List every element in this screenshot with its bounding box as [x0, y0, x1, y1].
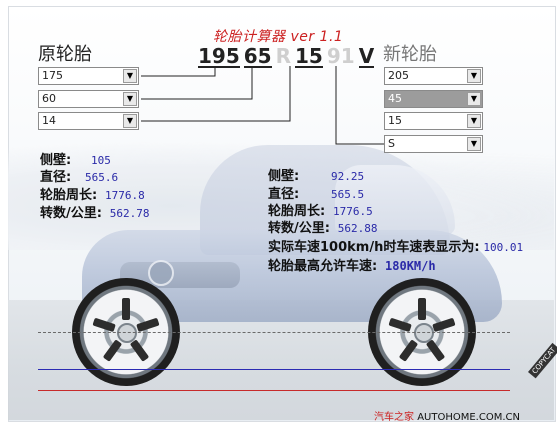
- original-rim-value: 14: [42, 114, 56, 127]
- original-sidewall-value: 105: [91, 154, 111, 167]
- original-rpk-label: 转数/公里:: [40, 206, 102, 221]
- new-rim-select[interactable]: 15 ▼: [384, 112, 483, 130]
- original-circumference-label: 轮胎周长:: [40, 188, 98, 203]
- max-speed-value: 180KM/h: [385, 259, 436, 273]
- new-circumference-row: 轮胎周长: 1776.5: [268, 200, 373, 219]
- new-rpk-value: 562.88: [337, 222, 378, 235]
- dropdown-arrow-icon[interactable]: ▼: [467, 69, 481, 83]
- original-circumference-row: 轮胎周长: 1776.8: [40, 184, 145, 203]
- original-rim-select[interactable]: 14 ▼: [38, 112, 139, 130]
- vw-logo-icon: [148, 260, 174, 286]
- dropdown-arrow-icon[interactable]: ▼: [467, 92, 481, 106]
- new-diameter-row: 直径: 565.5: [268, 183, 364, 202]
- speedometer-value: 100.01: [483, 241, 524, 254]
- tire-code-aspect: 65: [243, 44, 272, 68]
- max-speed-label: 轮胎最高允许车速:: [268, 259, 378, 274]
- original-aspect-value: 60: [42, 92, 56, 105]
- new-speed-value: S: [388, 137, 395, 150]
- speedometer-label: 实际车速100km/h时车速表显示为:: [268, 240, 480, 255]
- new-sidewall-row: 侧壁: 92.25: [268, 165, 364, 184]
- new-aspect-value: 45: [388, 92, 402, 105]
- blue-reference-line: [38, 369, 510, 370]
- new-rim-value: 15: [388, 114, 402, 127]
- original-rpk-row: 转数/公里: 562.78: [40, 202, 150, 221]
- original-diameter-row: 直径: 565.6: [40, 166, 118, 185]
- new-rpk-row: 转数/公里: 562.88: [268, 217, 378, 236]
- new-sidewall-value: 92.25: [331, 170, 365, 183]
- max-speed-row: 轮胎最高允许车速: 180KM/h: [268, 255, 436, 274]
- original-rpk-value: 562.78: [109, 207, 150, 220]
- new-diameter-label: 直径:: [268, 187, 300, 202]
- original-sidewall-label: 侧壁:: [40, 153, 72, 168]
- dropdown-arrow-icon[interactable]: ▼: [123, 92, 137, 106]
- original-tire-title: 原轮胎: [38, 44, 92, 65]
- tire-code-display: 195 65 R 15 91 V: [198, 44, 375, 68]
- original-width-value: 175: [42, 69, 63, 82]
- center-reference-line: [38, 332, 510, 333]
- dropdown-arrow-icon[interactable]: ▼: [467, 137, 481, 151]
- left-wheel-hub: [117, 323, 137, 343]
- footer-site: AUTOHOME.COM.CN: [417, 412, 520, 423]
- original-circumference-value: 1776.8: [105, 189, 145, 202]
- original-diameter-value: 565.6: [85, 171, 119, 184]
- footer-credit: 汽车之家 AUTOHOME.COM.CN: [374, 408, 520, 423]
- dropdown-arrow-icon[interactable]: ▼: [467, 114, 481, 128]
- footer-brand: 汽车之家: [374, 412, 414, 423]
- app-title: 轮胎计算器 ver 1.1: [213, 29, 344, 45]
- speedometer-row: 实际车速100km/h时车速表显示为: 100.01: [268, 236, 523, 255]
- dropdown-arrow-icon[interactable]: ▼: [123, 69, 137, 83]
- tire-code-width: 195: [198, 44, 240, 68]
- new-speed-select[interactable]: S ▼: [384, 135, 483, 153]
- new-width-select[interactable]: 205 ▼: [384, 67, 483, 85]
- right-wheel-hub: [414, 323, 434, 343]
- original-aspect-select[interactable]: 60 ▼: [38, 90, 139, 108]
- red-reference-line: [38, 390, 510, 391]
- tire-code-rim: 15: [295, 44, 323, 68]
- new-circumference-value: 1776.5: [333, 205, 373, 218]
- new-aspect-select[interactable]: 45 ▼: [384, 90, 483, 108]
- new-circumference-label: 轮胎周长:: [268, 204, 326, 219]
- dropdown-arrow-icon[interactable]: ▼: [123, 114, 137, 128]
- original-diameter-label: 直径:: [40, 170, 72, 185]
- original-width-select[interactable]: 175 ▼: [38, 67, 139, 85]
- new-rpk-label: 转数/公里:: [268, 221, 330, 236]
- tire-code-load-index: 91: [326, 44, 355, 68]
- new-width-value: 205: [388, 69, 409, 82]
- tire-code-r: R: [275, 44, 291, 68]
- new-sidewall-label: 侧壁:: [268, 169, 300, 184]
- original-sidewall-row: 侧壁: 105: [40, 149, 111, 168]
- new-diameter-value: 565.5: [331, 188, 365, 201]
- tire-code-speed: V: [358, 44, 375, 68]
- new-tire-title: 新轮胎: [383, 44, 437, 65]
